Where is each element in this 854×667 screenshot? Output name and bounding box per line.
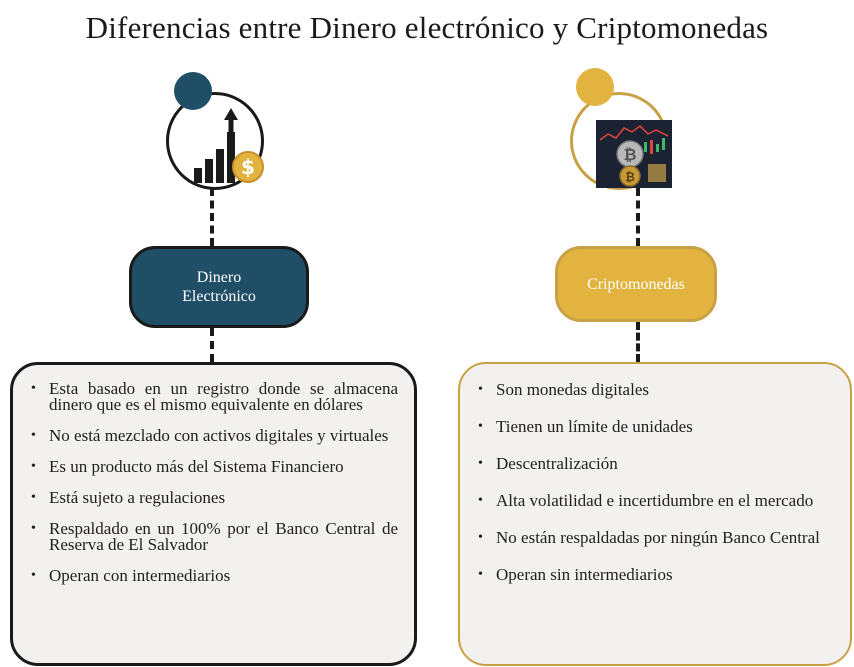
svg-text:$: $ — [241, 155, 255, 179]
list-item: Alta volatilidad e incertidumbre en el m… — [478, 492, 838, 509]
right-connector-top — [636, 188, 640, 246]
criptomonedas-label-text: Criptomonedas — [587, 275, 685, 293]
dinero-label-line1: Dinero — [196, 269, 242, 286]
list-item: Respaldado en un 100% por el Banco Centr… — [31, 520, 398, 553]
left-connector-top — [210, 188, 214, 246]
svg-text:₿: ₿ — [625, 170, 635, 184]
list-item: Operan sin intermediarios — [478, 566, 838, 583]
diagram-title: Diferencias entre Dinero electrónico y C… — [85, 10, 769, 45]
list-item: Operan con intermediarios — [31, 567, 398, 584]
right-connector-bottom — [636, 322, 640, 362]
list-item: Tienen un límite de unidades — [478, 418, 838, 435]
list-item: Es un producto más del Sistema Financier… — [31, 458, 398, 475]
svg-text:₿: ₿ — [623, 145, 636, 164]
dinero-label-line2: Electrónico — [182, 288, 256, 305]
criptomonedas-list: Son monedas digitales Tienen un límite d… — [458, 362, 852, 666]
left-icon-circle — [166, 92, 264, 190]
chart-dollar-icon: $ — [194, 108, 264, 183]
dinero-electronico-list: Esta basado en un registro donde se alma… — [10, 362, 417, 666]
list-item: Está sujeto a regulaciones — [31, 489, 398, 506]
list-item: Son monedas digitales — [478, 381, 838, 398]
dinero-electronico-label: Dinero Electrónico — [129, 246, 309, 328]
left-accent-dot — [174, 72, 212, 110]
bitcoin-chart-icon: ₿ ₿ — [596, 120, 672, 188]
list-item: No están respaldadas por ningún Banco Ce… — [478, 529, 838, 546]
list-item: Descentralización — [478, 455, 838, 472]
right-accent-dot — [576, 68, 614, 106]
left-connector-bottom — [210, 328, 214, 362]
list-item: No está mezclado con activos digitales y… — [31, 427, 398, 444]
criptomonedas-label: Criptomonedas — [555, 246, 717, 322]
list-item: Esta basado en un registro donde se alma… — [31, 380, 398, 413]
